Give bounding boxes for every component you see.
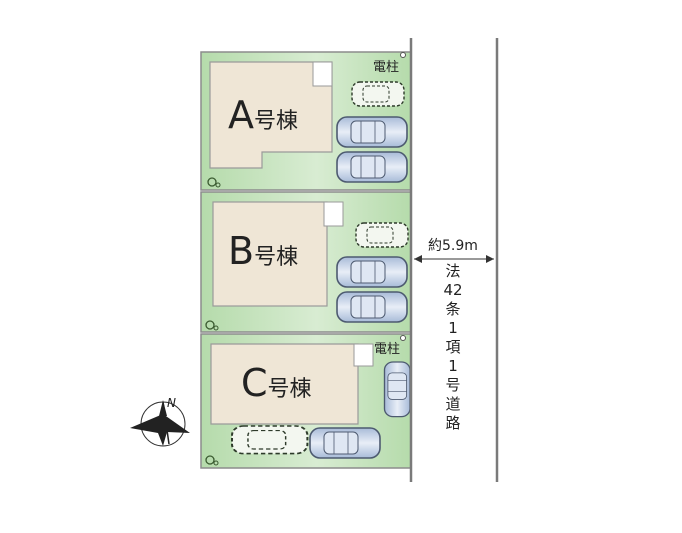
compass-north-label: N — [167, 396, 176, 410]
parked-car — [336, 291, 408, 323]
parked-car — [336, 151, 408, 183]
road-char: 項 — [445, 338, 461, 356]
road-width-label: 約5.9m — [428, 238, 478, 254]
building-b-label: B号棟 — [228, 229, 299, 273]
parked-car — [336, 116, 408, 148]
parking-space-dashed — [230, 424, 309, 455]
road-width-dimension — [414, 255, 494, 263]
compass-icon — [130, 400, 190, 447]
road-char: 条 — [445, 300, 461, 318]
road-char: 1 — [448, 357, 458, 375]
road-char: 1 — [448, 319, 458, 337]
road-char: 道 — [445, 395, 461, 413]
road-name-vertical: 法 42 条 1 項 1 号 道 路 — [440, 262, 466, 433]
building-a-label: A号棟 — [228, 93, 299, 137]
parked-car-vertical — [383, 361, 411, 418]
building-c-label: C号棟 — [241, 361, 312, 405]
road-char: 路 — [445, 414, 461, 432]
parked-car — [309, 427, 381, 459]
road-char: 42 — [443, 281, 463, 299]
utility-pole-label-c: 電柱 — [374, 342, 401, 357]
road-char: 号 — [445, 376, 461, 394]
road-char: 法 — [445, 262, 461, 280]
parking-space-dashed — [351, 81, 405, 107]
utility-pole-label-a: 電柱 — [373, 60, 400, 75]
parking-space-dashed — [355, 222, 409, 248]
parked-car — [336, 256, 408, 288]
